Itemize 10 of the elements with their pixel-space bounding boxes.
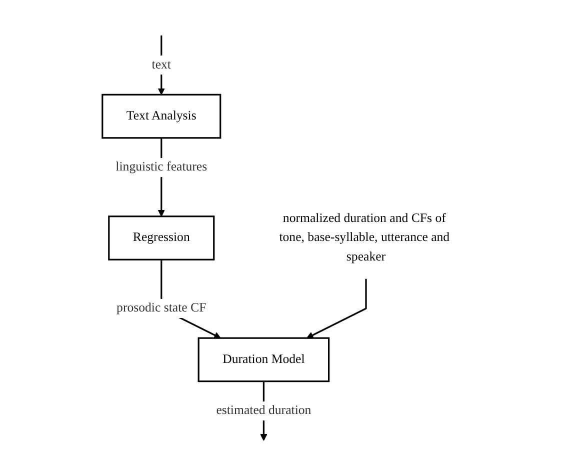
edge-label: estimated duration	[216, 401, 312, 421]
process-box: Duration Model	[198, 337, 330, 382]
edge-label: linguistic features	[116, 158, 208, 178]
edge-label: prosodic state CF	[116, 298, 206, 318]
arrow	[158, 35, 166, 95]
input-text: normalized duration and CFs of tone, base-syllable, utterance and speaker	[279, 212, 450, 264]
process-box: Text Analysis	[102, 94, 222, 139]
process-box: Regression	[108, 216, 215, 260]
edge-label: text	[152, 55, 172, 75]
arrow	[306, 278, 368, 338]
